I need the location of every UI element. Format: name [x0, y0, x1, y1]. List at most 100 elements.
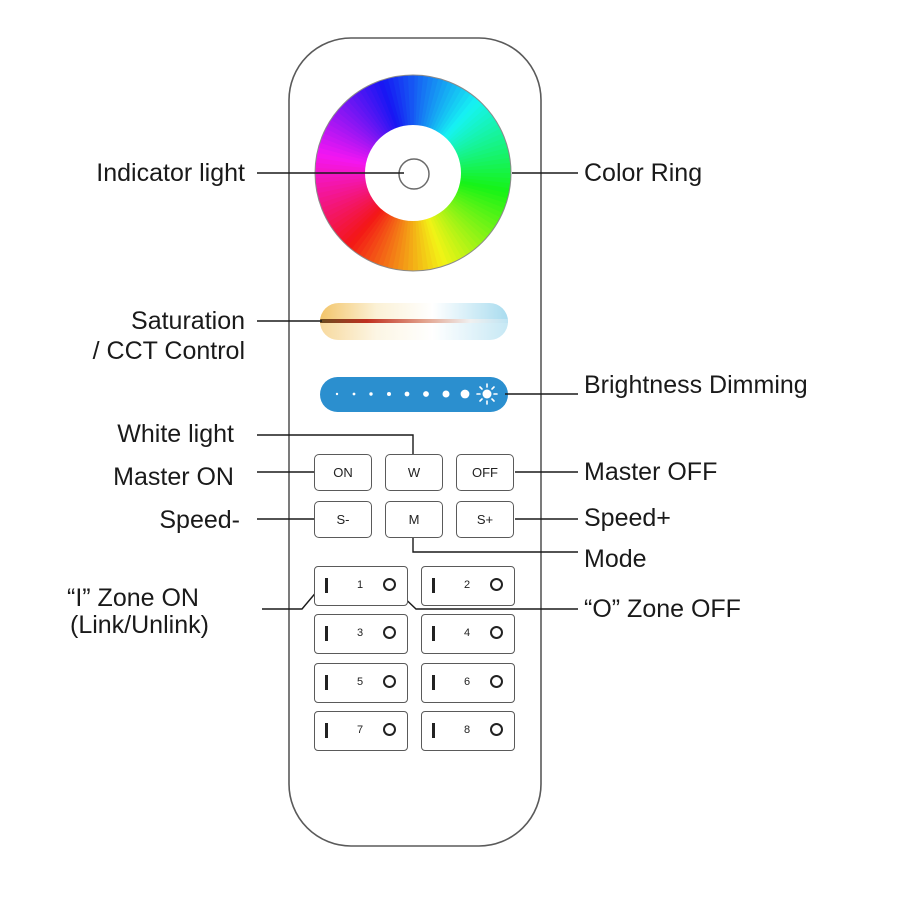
circle-icon[interactable]	[490, 675, 503, 688]
brightness-level-dots	[335, 389, 470, 399]
circle-icon[interactable]	[383, 723, 396, 736]
color-ring-segment	[407, 75, 415, 128]
white-light-button[interactable]: W	[385, 454, 443, 491]
zone-button-6[interactable]: 6	[421, 663, 515, 703]
zone-number: 8	[463, 724, 471, 736]
color-ring-segment	[317, 184, 370, 204]
circle-icon[interactable]	[383, 675, 396, 688]
zone-button-8[interactable]: 8	[421, 711, 515, 751]
vertical-bar-icon[interactable]	[325, 675, 328, 690]
zone-number: 7	[356, 724, 364, 736]
color-ring[interactable]	[314, 74, 512, 272]
color-ring-segment	[448, 111, 494, 147]
color-ring-segment	[426, 215, 449, 267]
color-ring-segment	[421, 217, 439, 270]
zone-button-3[interactable]: 3	[314, 614, 408, 654]
color-ring-segment	[322, 191, 373, 218]
speed-minus-button[interactable]: S-	[314, 501, 372, 538]
brightness-dot	[404, 391, 410, 397]
color-ring-segment	[362, 212, 393, 261]
circle-icon[interactable]	[490, 723, 503, 736]
color-ring-segment	[351, 92, 387, 138]
color-ring-segment	[445, 103, 487, 143]
color-ring-segment	[346, 206, 385, 250]
color-ring-segment	[327, 195, 375, 227]
color-ring-segment	[440, 93, 476, 138]
master-on-label: ON	[333, 465, 353, 480]
zone-number: 5	[356, 676, 364, 688]
zone-button-1[interactable]: 1	[314, 566, 408, 606]
saturation-cct-bar[interactable]	[320, 303, 508, 340]
color-ring-segment	[453, 191, 503, 219]
color-ring-segment	[323, 127, 373, 155]
speed-minus-label: S-	[336, 512, 350, 527]
color-ring-segment	[439, 208, 475, 254]
vertical-bar-icon[interactable]	[325, 626, 328, 641]
mode-button[interactable]: M	[385, 501, 443, 538]
zone-on-callout: “I” Zone ON	[67, 584, 199, 612]
brightness-dimming-label: Brightness Dimming	[584, 371, 808, 399]
color-ring-segment	[431, 213, 458, 264]
color-ring-segment	[457, 147, 510, 165]
color-ring-segment	[437, 210, 471, 257]
link-unlink-callout: (Link/Unlink)	[70, 611, 209, 639]
color-ring-segment	[457, 152, 511, 167]
zone-number: 2	[463, 579, 471, 591]
circle-icon[interactable]	[383, 626, 396, 639]
vertical-bar-icon[interactable]	[432, 675, 435, 690]
zone-button-5[interactable]: 5	[314, 663, 408, 703]
color-ring-segment	[397, 75, 409, 128]
color-ring-segment	[419, 217, 434, 271]
color-ring-segment	[340, 102, 381, 143]
zone-off-callout: “O” Zone OFF	[584, 595, 741, 623]
speed-plus-callout: Speed+	[584, 504, 671, 532]
brightness-dot	[442, 390, 450, 398]
zone-button-2[interactable]: 2	[421, 566, 515, 606]
brightness-dot	[387, 392, 391, 396]
master-off-button[interactable]: OFF	[456, 454, 514, 491]
color-ring-segment	[424, 216, 444, 269]
color-ring-segment	[339, 203, 381, 243]
color-ring-segment	[429, 81, 455, 132]
color-ring-segment	[343, 99, 383, 141]
color-ring-segment	[364, 84, 393, 134]
zone-button-4[interactable]: 4	[421, 614, 515, 654]
color-ring-segment	[316, 181, 369, 199]
circle-icon[interactable]	[490, 626, 503, 639]
color-ring-segment	[445, 203, 486, 244]
vertical-bar-icon[interactable]	[325, 578, 328, 593]
circle-icon[interactable]	[490, 578, 503, 591]
color-ring-segment	[367, 213, 395, 263]
color-ring-segment	[428, 215, 453, 266]
color-ring-segment	[451, 119, 499, 151]
color-ring-segment	[455, 133, 506, 158]
vertical-bar-icon[interactable]	[432, 626, 435, 641]
color-ring-segment	[329, 197, 376, 231]
sun-icon	[476, 383, 498, 405]
color-ring-segment	[315, 179, 369, 194]
saturation-label: Saturation	[131, 307, 245, 335]
circle-icon[interactable]	[383, 578, 396, 591]
brightness-dot	[369, 392, 373, 396]
color-ring-segment	[325, 122, 374, 153]
vertical-bar-icon[interactable]	[432, 578, 435, 593]
brightness-dot	[423, 391, 429, 397]
zone-button-7[interactable]: 7	[314, 711, 408, 751]
master-on-button[interactable]: ON	[314, 454, 372, 491]
zone-number: 1	[356, 579, 364, 591]
color-ring-segment	[392, 75, 407, 129]
white-light-callout: White light	[117, 420, 234, 448]
color-ring-segment	[319, 186, 371, 209]
color-ring-segment	[355, 89, 389, 136]
brightness-bar[interactable]	[320, 377, 508, 412]
color-ring-segment	[387, 76, 405, 129]
vertical-bar-icon[interactable]	[325, 723, 328, 738]
color-ring-segment	[320, 188, 371, 213]
vertical-bar-icon[interactable]	[432, 723, 435, 738]
zone-number: 3	[356, 627, 364, 639]
color-ring-segment	[452, 193, 501, 224]
color-ring-segment	[382, 77, 402, 130]
speed-plus-button[interactable]: S+	[456, 501, 514, 538]
indicator-light-label: Indicator light	[96, 159, 245, 187]
color-ring-label: Color Ring	[584, 159, 703, 187]
